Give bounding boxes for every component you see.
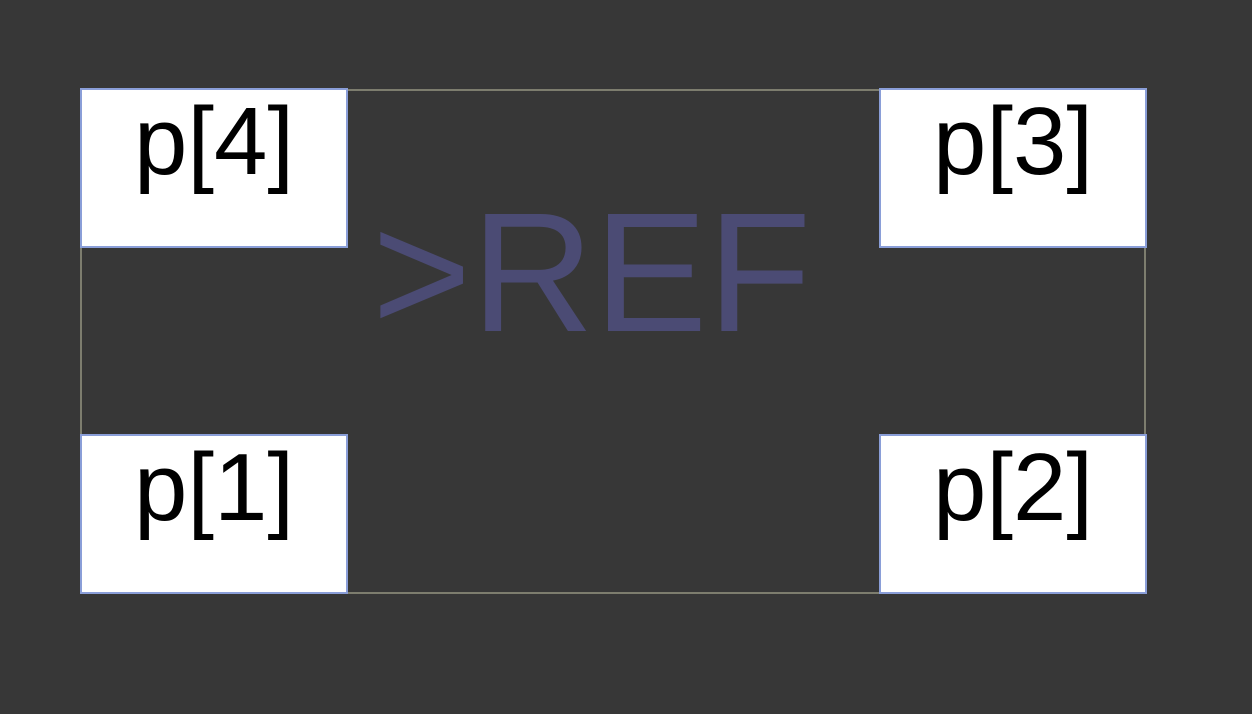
pin-4[interactable]: p[4] [80, 88, 348, 248]
pin-3-label: p[3] [932, 88, 1094, 195]
pin-4-label: p[4] [133, 88, 295, 195]
pin-3[interactable]: p[3] [879, 88, 1147, 248]
pin-2-label: p[2] [932, 434, 1094, 541]
pin-1[interactable]: p[1] [80, 434, 348, 594]
pin-2[interactable]: p[2] [879, 434, 1147, 594]
pin-1-label: p[1] [133, 434, 295, 541]
component-outline[interactable] [80, 89, 1146, 594]
reference-designator: >REF [372, 188, 812, 358]
